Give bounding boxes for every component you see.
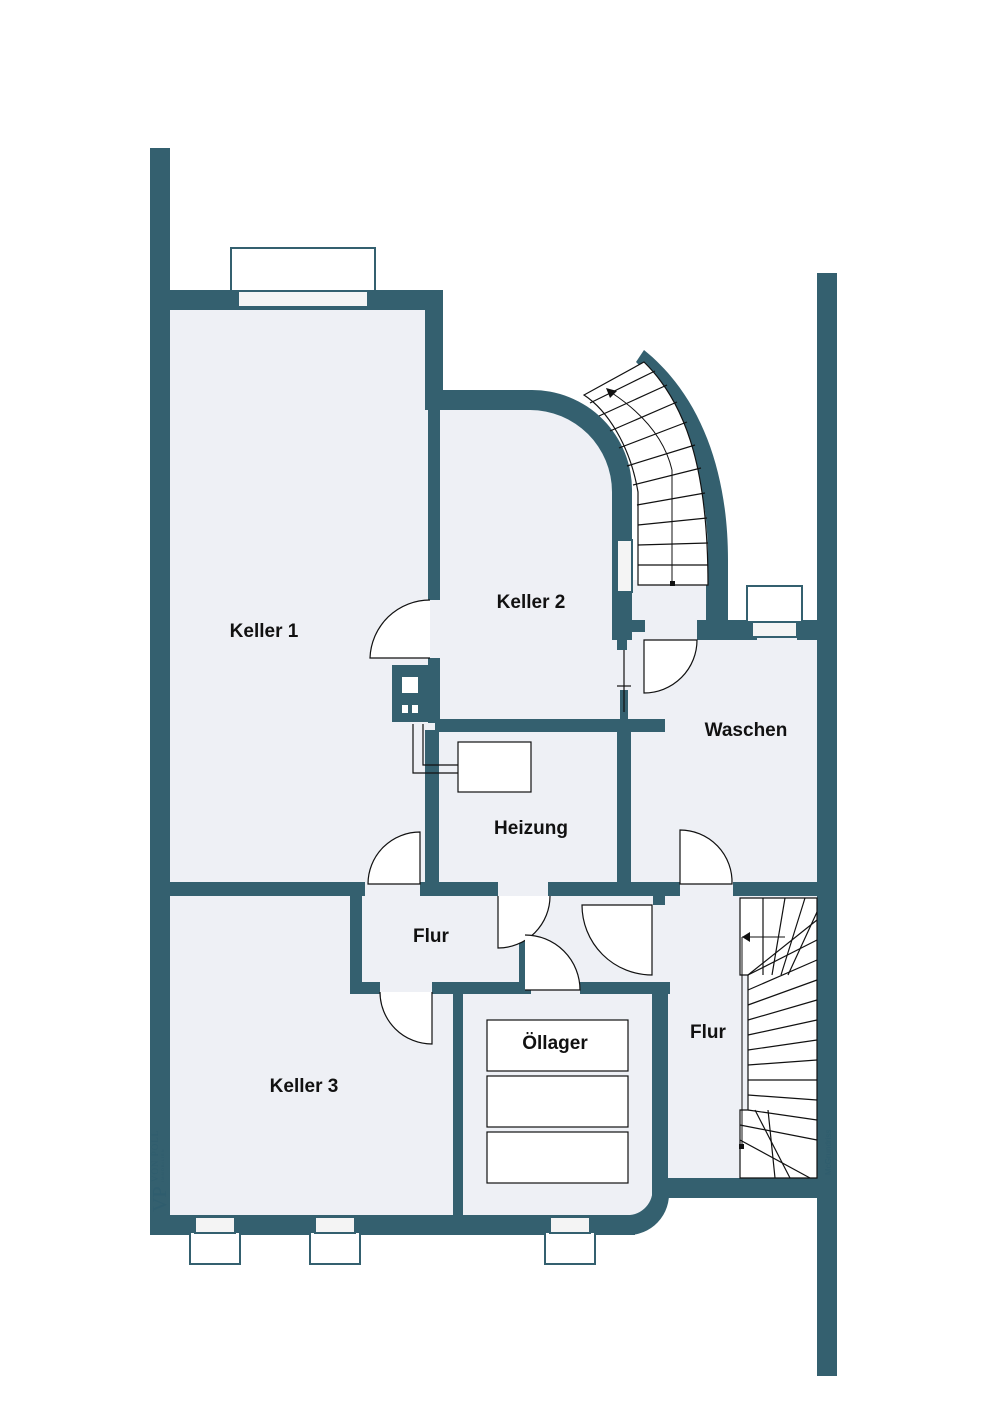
door-waschen-flur (679, 829, 733, 885)
wall-flur-right-stub (653, 893, 665, 905)
wall-waschen-bottom (733, 882, 833, 896)
label-waschen: Waschen (705, 720, 788, 741)
room-labels: Keller 1 Keller 2 Waschen Heizung Flur K… (230, 592, 788, 1097)
wall-waschen-top (697, 620, 757, 640)
label-flur-left: Flur (413, 926, 449, 947)
straight-stair-treads (739, 897, 818, 1179)
wall-heizung-right (617, 730, 631, 890)
floor-keller2 (435, 400, 620, 725)
label-keller1: Keller 1 (230, 621, 299, 642)
wall-keller2-top (425, 390, 530, 410)
wall-stair-curve (636, 350, 728, 560)
door-oellager (524, 934, 581, 991)
straight-stair-arrow (742, 932, 750, 942)
wall-stair-landing-left (620, 620, 645, 632)
oil-tank-3 (486, 1131, 629, 1184)
heating-equipment (392, 665, 532, 793)
chimney-flue-b (402, 705, 408, 713)
curved-stair (582, 361, 709, 586)
window-keller3-a (194, 1216, 236, 1234)
wall-heizung-bottom-left (420, 882, 498, 896)
curved-stair-outline (582, 361, 709, 586)
wall-keller3-oellager (453, 990, 463, 1220)
window-waschen-sill (746, 585, 803, 623)
wall-heizung-left (425, 730, 439, 890)
label-flur-right: Flur (690, 1022, 726, 1043)
wall-heizung-bottom-right (548, 882, 680, 896)
oil-tanks (486, 1019, 629, 1184)
straight-stair-start (739, 1144, 744, 1149)
door-keller1-keller2 (369, 599, 431, 659)
label-keller2: Keller 2 (497, 592, 566, 613)
window-keller1-top-sill (230, 247, 376, 292)
oil-tank-1 (486, 1019, 629, 1072)
door-stair-landing (643, 639, 698, 694)
curved-stair-arrow (606, 388, 617, 398)
wall-left-exterior (150, 148, 170, 1235)
window-keller1-top (237, 290, 369, 308)
doors (367, 599, 733, 1045)
credit-text: McGrundriss (824, 1130, 833, 1175)
wall-keller1-keller2 (428, 408, 440, 600)
window-keller3-a-sill (189, 1231, 241, 1265)
window-oellager (549, 1216, 591, 1234)
windows (189, 247, 803, 1265)
logo: VP VON POLL IMMOBILIEN (149, 1130, 171, 1212)
wall-flur-left-left (350, 890, 362, 990)
logo-mark: VP (149, 1186, 171, 1212)
wall-flur-left-bottom-b (432, 982, 525, 994)
chimney-flue-c (412, 705, 418, 713)
label-oellager: Öllager (522, 1033, 588, 1054)
label-heizung: Heizung (494, 818, 568, 839)
wall-bottom-exterior (150, 1215, 635, 1235)
window-oellager-sill (544, 1231, 596, 1265)
window-waschen (751, 621, 798, 638)
door-heizung-flur (497, 895, 551, 949)
straight-stair (739, 897, 818, 1179)
window-keller3-b-sill (309, 1231, 361, 1265)
wall-right-exterior (817, 273, 837, 1376)
curved-stair-start (670, 581, 675, 586)
logo-name: VON POLL (150, 1130, 160, 1182)
wall-keller1-right-upper (425, 290, 443, 410)
door-keller1-flur (367, 831, 421, 885)
boiler (457, 741, 532, 793)
wall-keller2-right-lower (617, 640, 627, 650)
wall-oellager-top-right (580, 982, 670, 994)
window-keller3-b (314, 1216, 356, 1234)
floors (160, 300, 825, 1220)
wall-keller1-keller2-lower (428, 658, 440, 723)
wall-flur-right-bottom (652, 1178, 837, 1198)
label-keller3: Keller 3 (270, 1076, 339, 1097)
curved-stair-treads (589, 370, 709, 585)
wall-keller2-curve (530, 389, 633, 545)
window-keller2-side (616, 539, 633, 593)
chimney (392, 665, 429, 722)
wall-keller1-bottom (160, 882, 365, 896)
wall-heizung-top (435, 719, 665, 732)
logo-sub: IMMOBILIEN (160, 1148, 165, 1182)
wall-flur-left-bottom-a (350, 982, 380, 994)
boiler-pipe (412, 724, 458, 774)
floor-flur-left (355, 890, 525, 990)
door-flur-right (581, 904, 653, 976)
wall-oellager-right (652, 985, 668, 1185)
door-flur-keller3 (379, 991, 433, 1045)
floor-keller1 (160, 300, 435, 890)
oil-tank-2 (486, 1075, 629, 1128)
chimney-flue-a (402, 677, 418, 693)
